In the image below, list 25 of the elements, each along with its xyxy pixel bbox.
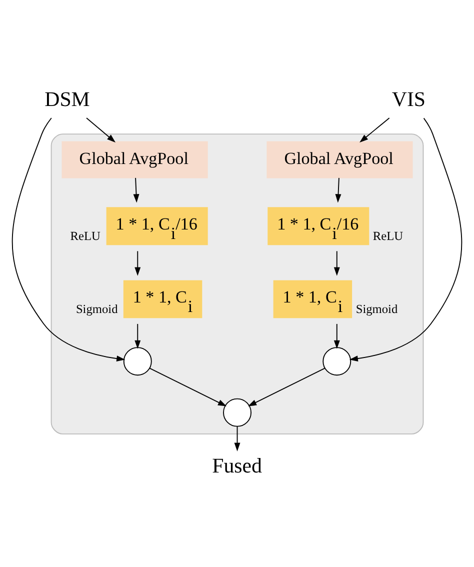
node-label: ReLU	[372, 228, 404, 242]
arrow	[248, 367, 326, 406]
arrow	[133, 176, 140, 202]
arrow	[334, 250, 340, 276]
node-label: Sigmoid	[76, 301, 118, 316]
node-text: DSM	[44, 86, 90, 111]
node-label: Sigmoid	[356, 301, 398, 316]
arrow	[134, 322, 141, 348]
arrow	[12, 117, 126, 362]
node-text: VIS	[392, 86, 426, 111]
arrow	[360, 117, 390, 142]
node-label: ReLU	[70, 228, 100, 242]
node-box: Global AvgPool	[266, 140, 413, 178]
node-circle	[223, 398, 252, 426]
arrow	[134, 250, 141, 276]
node-text: Fused	[212, 452, 262, 477]
arrow	[334, 322, 340, 348]
arrow	[234, 426, 240, 451]
arrow	[149, 367, 227, 406]
node-box: Global AvgPool	[62, 140, 208, 178]
arrow	[335, 176, 342, 202]
arrow	[86, 117, 116, 142]
arrow	[349, 117, 462, 362]
node-circle	[322, 346, 352, 376]
node-circle	[123, 346, 152, 376]
